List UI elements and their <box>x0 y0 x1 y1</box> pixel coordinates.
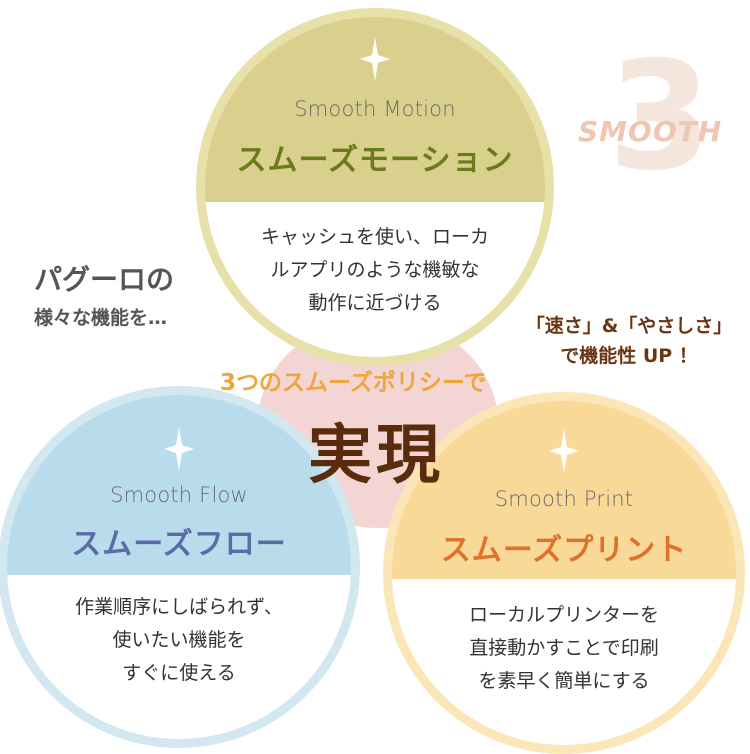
circle-body <box>205 202 545 357</box>
circle-description: キャッシュを使い、ローカ ルアプリのような機敏な 動作に近づける <box>205 221 545 320</box>
circle-title-jp: スムーズフロー <box>71 527 287 562</box>
description-line: 動作に近づける <box>308 292 442 314</box>
circle-title-jp: スムーズモーション <box>236 143 514 178</box>
smooth-badge-word: SMOOTH <box>578 115 723 148</box>
intro-subtitle: 様々な機能を… <box>34 307 168 329</box>
description-line: 直接動かすことで印刷 <box>469 637 659 659</box>
circle-title-jp: スムーズプリント <box>440 533 688 568</box>
description-line: キャッシュを使い、ローカ <box>260 226 489 248</box>
policy-text: 3つのスムーズポリシーで <box>220 370 487 396</box>
tagline-line: で機能性 UP ！ <box>560 345 698 367</box>
circle-title-en: Smooth Print <box>494 487 634 511</box>
sparkle-star-icon <box>164 427 194 471</box>
circle-description: 作業順序にしばられず、 使いたい機能を すぐに使える <box>7 591 351 690</box>
sparkle-star-icon <box>549 429 579 473</box>
description-line: 使いたい機能を <box>112 629 246 651</box>
circle-header <box>7 395 351 575</box>
description-line: すぐに使える <box>122 662 236 684</box>
tagline-line: 「速さ」&「やさしさ」 <box>525 315 733 337</box>
description-line: 作業順序にしばられず、 <box>75 596 283 618</box>
circle-body <box>392 579 736 745</box>
smooth-badge-number: 3 <box>608 30 713 204</box>
sparkle-star-icon <box>360 37 390 81</box>
result-text: 実現 <box>308 419 444 493</box>
circle-smooth-flow: Smooth Flow スムーズフロー 作業順序にしばられず、 使いたい機能を … <box>0 386 360 748</box>
description-line: ルアプリのような機敏な <box>270 259 480 281</box>
description-line: を素早く簡単にする <box>478 670 650 692</box>
description-line: ローカルプリンターを <box>468 604 659 626</box>
circle-smooth-motion: Smooth Motion スムーズモーション キャッシュを使い、ローカ ルアプ… <box>196 8 554 366</box>
circle-title-en: Smooth Flow <box>110 483 248 507</box>
tagline: 「速さ」&「やさしさ」 で機能性 UP ！ <box>504 311 750 371</box>
circle-body <box>7 575 351 739</box>
circle-description: ローカルプリンターを 直接動かすことで印刷 を素早く簡単にする <box>392 599 736 698</box>
intro-title: パグーロの <box>34 263 175 296</box>
circle-title-en: Smooth Motion <box>294 97 456 121</box>
